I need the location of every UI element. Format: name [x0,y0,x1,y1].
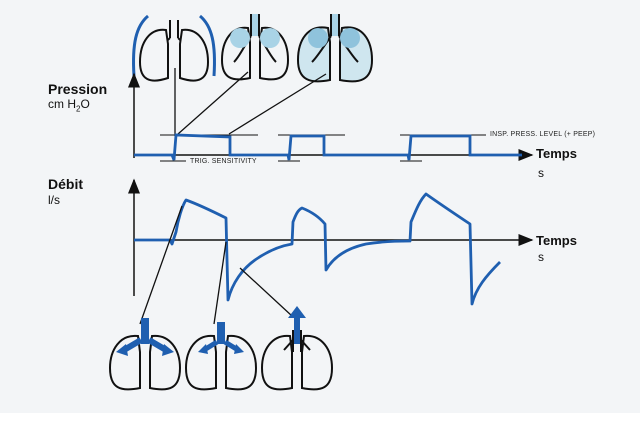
flow-axis-unit: l/s [48,193,60,207]
pressure-axis-unit: cm H2O [48,97,90,114]
time-axis-top-label: Temps [536,146,577,161]
lung-collapsed-icon [132,14,216,82]
pressure-axis-title: Pression [48,81,108,97]
flow-trace [134,192,501,306]
time-axis-top-unit: s [538,166,544,180]
flow-axis-title: Débit [48,176,83,192]
lung-expiration-arrow-icon [260,306,334,391]
time-axis-bottom-label: Temps [536,233,577,248]
flow-axes [128,178,534,296]
lung-inspiration-arrows-icon [108,318,182,391]
trigger-sensitivity-annotation: TRIG. SENSITIVITY [190,158,257,165]
lung-inflated-icon [296,14,374,83]
pressure-trace [134,133,522,161]
insp-pressure-level-annotation: INSP. PRESS. LEVEL (+ PEEP) [490,131,596,138]
lung-inspiration-end-arrows-icon [184,322,258,391]
time-axis-bottom-unit: s [538,250,544,264]
pressure-axes [128,72,534,161]
lung-partially-inflated-icon [220,14,290,81]
